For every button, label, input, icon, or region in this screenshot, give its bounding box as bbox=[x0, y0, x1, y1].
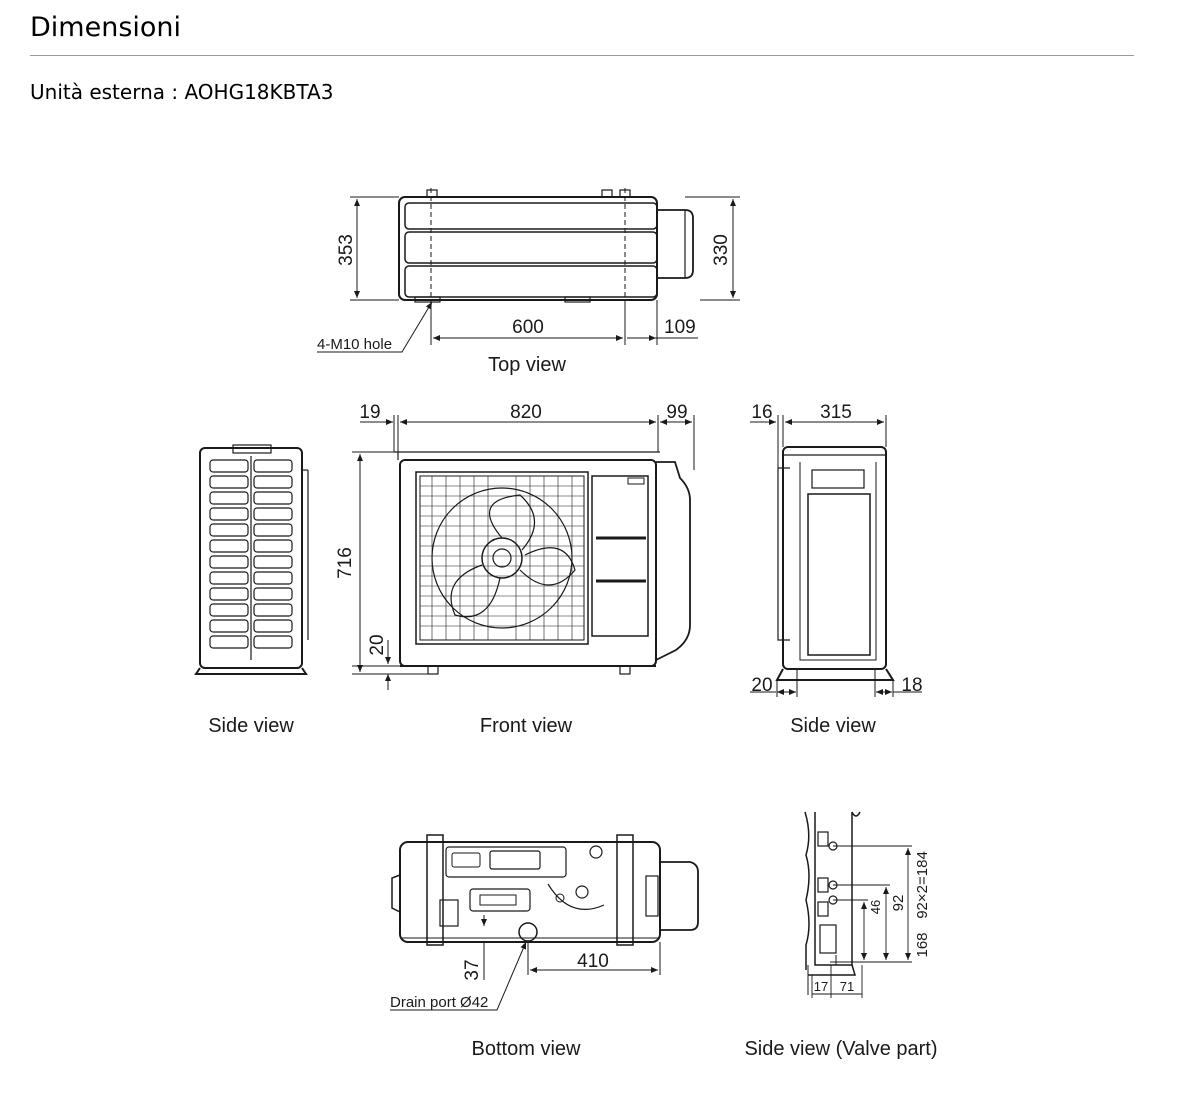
label-valve-view: Side view (Valve part) bbox=[744, 1038, 937, 1060]
dim-side-width: 315 bbox=[820, 402, 852, 423]
drain-note: Drain port Ø42 bbox=[390, 994, 488, 1011]
dim-top-depth: 330 bbox=[711, 234, 732, 266]
top-view-drawing bbox=[398, 188, 694, 303]
dim-front-left: 19 bbox=[359, 402, 380, 423]
dim-valve-46: 46 bbox=[868, 900, 883, 914]
bottom-view-drawing bbox=[391, 834, 699, 946]
dim-top-offset: 109 bbox=[664, 317, 696, 338]
side-louvers bbox=[209, 459, 293, 649]
label-side-view-left: Side view bbox=[208, 715, 294, 737]
label-bottom-view: Bottom view bbox=[472, 1038, 581, 1060]
dim-front-foot: 20 bbox=[367, 634, 388, 655]
label-side-view-right: Side view bbox=[790, 715, 876, 737]
right-side-view-dimensions bbox=[750, 415, 922, 697]
dim-side-left-foot: 20 bbox=[751, 675, 772, 696]
dim-front-right: 99 bbox=[666, 402, 687, 423]
page-subtitle: Unità esterna : AOHG18KBTA3 bbox=[30, 80, 334, 104]
front-view-drawing bbox=[394, 451, 691, 675]
dim-top-height: 353 bbox=[336, 234, 357, 266]
dim-valve-168: 168 bbox=[914, 932, 931, 957]
dim-valve-71: 71 bbox=[840, 979, 854, 994]
dim-bottom-drain-offset: 37 bbox=[462, 959, 483, 980]
right-side-view-drawing bbox=[775, 446, 895, 681]
left-side-view-drawing bbox=[194, 444, 309, 675]
label-front-view: Front view bbox=[480, 715, 573, 737]
bottom-view-dimensions bbox=[390, 915, 661, 1011]
valve-view-drawing bbox=[804, 811, 861, 995]
page-title: Dimensioni bbox=[30, 12, 182, 43]
dim-front-width: 820 bbox=[510, 402, 542, 423]
front-view-dimensions bbox=[352, 415, 695, 690]
top-view-dimensions bbox=[317, 196, 740, 353]
dim-side-offset: 16 bbox=[751, 402, 772, 423]
dim-side-right-foot: 18 bbox=[901, 675, 922, 696]
label-top-view: Top view bbox=[488, 354, 566, 376]
dim-valve-17: 17 bbox=[814, 979, 828, 994]
front-grille bbox=[420, 476, 584, 640]
hole-note: 4-M10 hole bbox=[317, 336, 392, 353]
dim-front-height: 716 bbox=[335, 547, 356, 579]
dim-valve-92: 92 bbox=[890, 895, 907, 912]
valve-view-dimensions bbox=[811, 845, 912, 998]
title-divider bbox=[30, 55, 1134, 56]
dim-valve-pitch: 92×2=184 bbox=[914, 851, 931, 919]
dim-bottom-distance: 410 bbox=[577, 951, 609, 972]
dim-top-holes: 600 bbox=[512, 317, 544, 338]
